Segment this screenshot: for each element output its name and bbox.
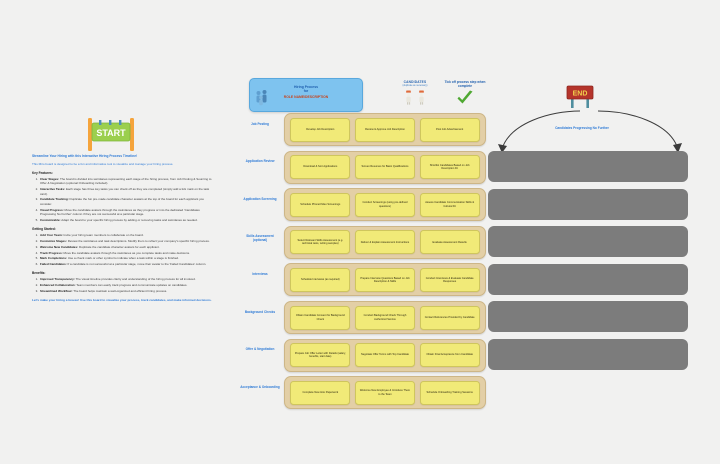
title-line-1: Hiring Process <box>294 85 318 89</box>
task-card[interactable]: Select Relevant Skills Assessment (e.g. … <box>290 230 351 255</box>
list-item: Clear Stages: The board is divided into … <box>39 177 212 186</box>
tick-legend: Tick off process step when complete <box>440 80 490 111</box>
key-features-list: Clear Stages: The board is divided into … <box>39 177 212 223</box>
task-card[interactable]: Complete New Hire Paperwork <box>290 380 351 405</box>
swimlane-label: Acceptance & Onboarding <box>240 384 280 389</box>
list-item: Enhanced Collaboration: Team members can… <box>39 283 212 288</box>
start-banner-icon: START <box>80 116 142 152</box>
getting-started-title: Getting Started: <box>32 226 56 231</box>
task-card[interactable]: Conduct Screenings (using pre-defined qu… <box>354 192 415 217</box>
candidate-avatar-icon[interactable] <box>404 90 413 105</box>
benefits-title: Benefits: <box>32 271 46 276</box>
info-text-block: Streamline Your Hiring with this Interac… <box>32 154 212 305</box>
list-item: Failed Candidates: If a candidate is not… <box>39 262 212 267</box>
swimlane-label: Skills Assessment (optional) <box>246 234 274 243</box>
swimlane-label: Application Review <box>245 159 275 164</box>
task-card[interactable]: Screen Resumes for Basic Qualifications <box>354 155 415 180</box>
people-icon <box>254 89 270 106</box>
task-card-row: Prepare Job Offer Letter with Details (s… <box>285 340 485 371</box>
task-card[interactable]: Post Job Advertisement <box>419 117 480 142</box>
reject-column-title: Candidates Progressing No Further <box>555 126 609 130</box>
task-card[interactable]: Obtain Candidate Consent for Background … <box>290 305 351 330</box>
reject-slot[interactable] <box>488 263 688 295</box>
list-item: Track Progress: Move the candidate avata… <box>39 251 212 256</box>
task-card[interactable]: Prepare Interview Questions Based on Job… <box>354 267 415 292</box>
swimlane-label: Background Checks <box>244 309 276 314</box>
list-item: Customize Stages: Review the swimlanes a… <box>39 239 212 244</box>
list-item: Streamlined Workflow: The board helps ma… <box>39 289 212 294</box>
swimlane-label: Interviews <box>252 271 268 276</box>
task-card[interactable]: Shortlist Candidates Based on Job Descri… <box>419 155 480 180</box>
getting-started-list: Add Your Team: Invite your hiring team m… <box>39 233 212 267</box>
info-closing: Let's make your hiring a breeze! Use thi… <box>32 297 212 302</box>
task-card[interactable]: Review & Approve Job Description <box>354 117 415 142</box>
task-card-row: Schedule Interviews (as required)Prepare… <box>285 264 485 295</box>
task-card[interactable]: Schedule Interviews (as required) <box>290 267 351 292</box>
end-sign-label: END <box>573 91 588 98</box>
title-line-2: for <box>303 89 309 94</box>
task-card[interactable]: Assess Candidate Communication Skills & … <box>419 192 480 217</box>
title-card[interactable]: Hiring Process for ROLE NAME/DESCRIPTION <box>249 78 363 112</box>
list-item: Interactive Tasks: Each stage has three … <box>39 187 212 196</box>
key-features-title: Key Features: <box>32 170 53 175</box>
swimlane-band: Obtain Candidate Consent for Background … <box>284 301 486 334</box>
swimlane-band: Schedule Interviews (as required)Prepare… <box>284 263 486 297</box>
start-banner-label: START <box>96 128 126 138</box>
swimlane-band: Prepare Job Offer Letter with Details (s… <box>284 338 486 372</box>
task-card[interactable]: Evaluate Assessment Results <box>419 230 480 255</box>
reject-slot[interactable] <box>488 339 688 370</box>
task-card[interactable]: Welcome New Employee & Introduce Them to… <box>354 380 415 405</box>
candidates-legend-subtitle: (duplicate as necessary) <box>402 84 428 87</box>
swimlane-label: Offer & Negotiation <box>245 347 275 352</box>
benefits-list: Improved Transparency: The visual timeli… <box>39 277 212 293</box>
list-item: Visual Progress: Move the candidate avat… <box>39 208 212 217</box>
task-card[interactable]: Conduct Background Check Through Authori… <box>354 305 415 330</box>
candidates-legend-title: CANDIDATES <box>403 80 427 84</box>
task-card-row: Select Relevant Skills Assessment (e.g. … <box>285 227 485 258</box>
title-line-3: ROLE NAME/DESCRIPTION <box>283 94 329 99</box>
reject-slot[interactable] <box>488 188 688 220</box>
list-item: Add Your Team: Invite your hiring team m… <box>39 233 212 238</box>
end-sign-icon: END <box>562 85 598 109</box>
reject-arrows <box>480 105 700 160</box>
candidates-legend: CANDIDATES (duplicate as necessary) <box>394 80 436 105</box>
list-item: Mark Completions: Use a check mark or ot… <box>39 256 212 261</box>
task-card[interactable]: Download & Sort Applications <box>290 155 351 180</box>
list-item: Welcome New Candidates: Duplicate the ca… <box>39 245 212 250</box>
task-card[interactable]: Schedule Onboarding Training Sessions <box>419 380 480 405</box>
reject-slot[interactable] <box>488 226 688 258</box>
info-intro: This Miro board is designed to be a fun … <box>32 161 174 166</box>
list-item: Candidate Tracking: Duplicate the fun pr… <box>39 197 212 206</box>
task-card[interactable]: Develop Job Description <box>290 117 351 142</box>
candidate-avatars[interactable] <box>394 90 436 105</box>
task-card[interactable]: Conduct Interviews & Evaluate Candidate … <box>419 267 480 292</box>
task-card-row: Obtain Candidate Consent for Background … <box>285 302 485 333</box>
list-item: Customizable: Adapt the board to your sp… <box>39 218 212 223</box>
info-headline: Streamline Your Hiring with this Interac… <box>32 154 138 158</box>
task-card[interactable]: Schedule Phone/Video Screenings <box>290 192 351 217</box>
task-card[interactable]: Obtain Final Acceptance from Candidate <box>419 343 480 368</box>
swimlane-label: Job Posting <box>251 121 269 126</box>
task-card[interactable]: Contact References Provided by Candidate <box>419 305 480 330</box>
task-card[interactable]: Prepare Job Offer Letter with Details (s… <box>290 343 351 368</box>
list-item: Improved Transparency: The visual timeli… <box>39 277 212 282</box>
task-card[interactable]: Deliver & Explain Assessment Instruction… <box>354 230 415 255</box>
tick-legend-label: Tick off process step when complete <box>444 80 486 89</box>
reject-slot[interactable] <box>488 301 688 333</box>
checkmark-icon <box>440 90 490 111</box>
swimlane-band: Select Relevant Skills Assessment (e.g. … <box>284 225 486 259</box>
candidate-avatar-icon[interactable] <box>417 90 426 105</box>
task-card[interactable]: Negotiate Offer Terms with Top Candidate <box>354 343 415 368</box>
reject-slot[interactable] <box>488 151 688 182</box>
swimlane-label: Application Screening <box>243 196 277 201</box>
